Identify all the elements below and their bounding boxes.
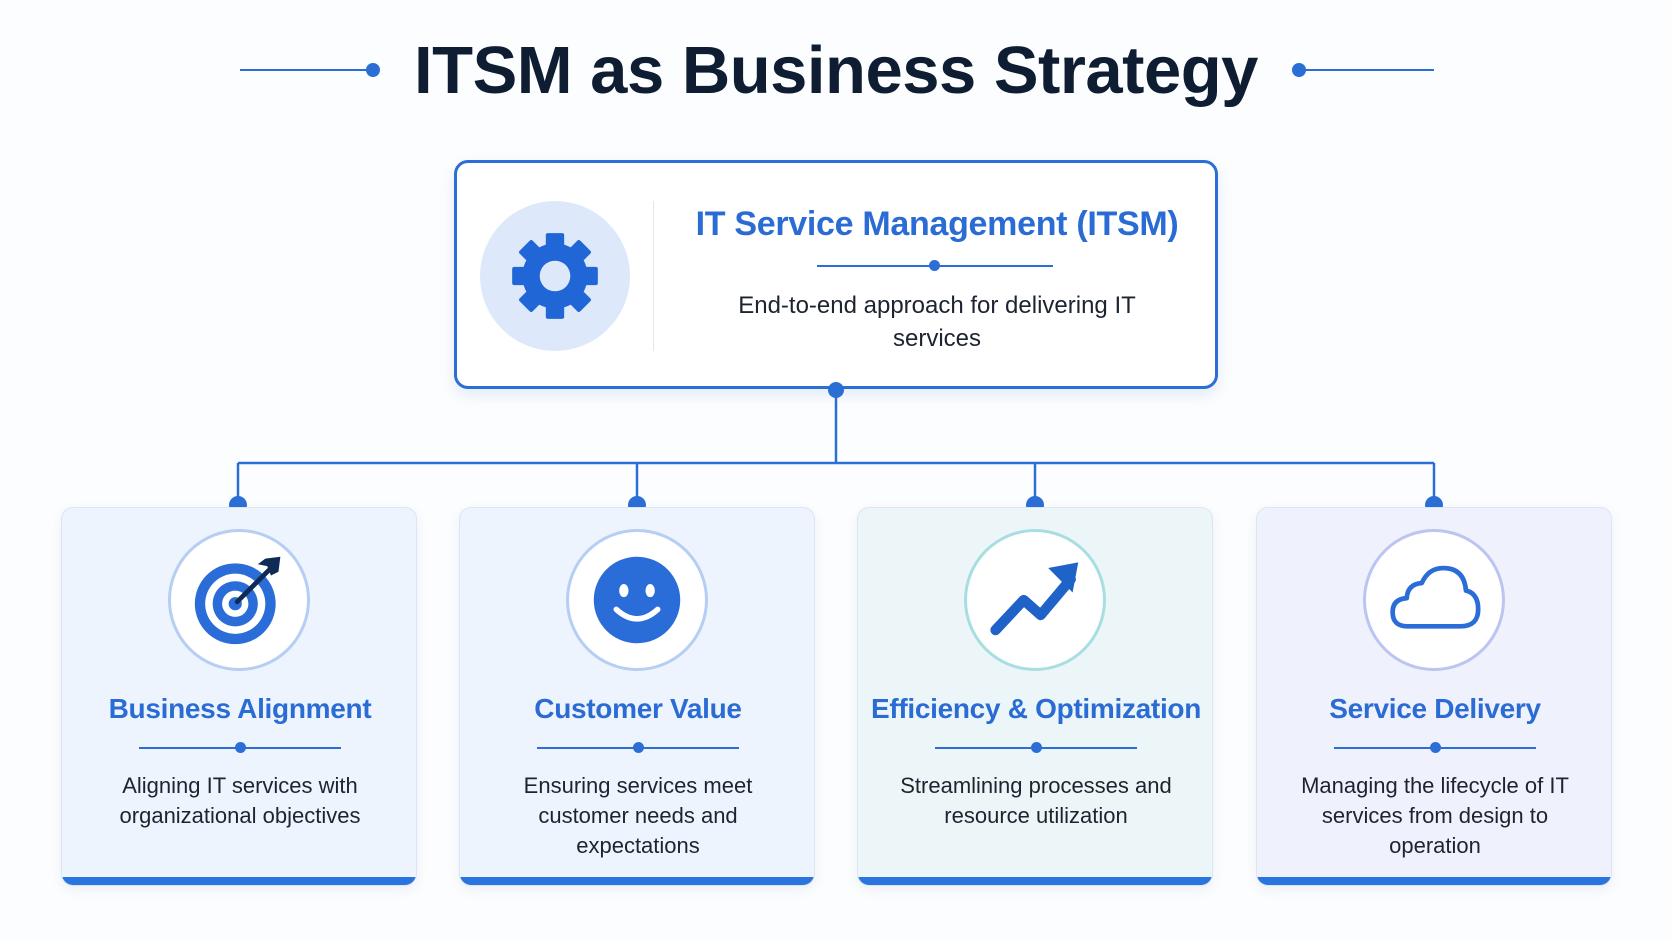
pillar-title: Service Delivery <box>1329 693 1541 724</box>
pillar-title: Business Alignment <box>108 693 372 724</box>
pillar-separator-dot <box>633 742 644 753</box>
itsm-card-title: IT Service Management (ITSM) <box>695 205 1179 243</box>
pillar-description: Ensuring services meet customer needs an… <box>523 773 753 858</box>
smiley-icon <box>593 556 681 644</box>
pillar-title: Customer Value <box>534 693 742 724</box>
pillar-card-business-alignment: Business Alignment Aligning IT services … <box>61 507 417 886</box>
pillar-bottom-bar <box>858 877 1212 885</box>
pillar-icon-circle <box>1363 529 1505 671</box>
page-title: ITSM as Business Strategy <box>414 33 1258 108</box>
cloud-icon <box>1390 565 1481 629</box>
pillar-bottom-bar <box>460 877 814 885</box>
pillar-title: Efficiency & Optimization <box>870 693 1202 724</box>
title-right-line <box>1300 69 1434 71</box>
itsm-card-description: End-to-end approach for delivering IT se… <box>738 292 1136 352</box>
pillar-description: Aligning IT services with organizational… <box>119 773 361 828</box>
pillar-description: Managing the lifecycle of IT services fr… <box>1301 773 1569 858</box>
pillar-separator-dot <box>1031 742 1042 753</box>
target-icon <box>194 556 281 645</box>
pillar-icon-circle <box>566 529 708 671</box>
title-left-dot <box>366 63 380 77</box>
pillar-card-service-delivery: Service Delivery Managing the lifecycle … <box>1256 507 1612 886</box>
connector-dot-top <box>828 382 844 398</box>
pillar-separator-dot <box>235 742 246 753</box>
pillar-icon-circle <box>168 529 310 671</box>
itsm-card-divider <box>653 201 654 351</box>
title-right-dot <box>1292 63 1306 77</box>
pillar-description: Streamlining processes and resource util… <box>900 773 1172 828</box>
gear-icon <box>512 233 598 319</box>
pillar-separator-dot <box>1430 742 1441 753</box>
pillar-bottom-bar <box>62 877 416 885</box>
pillar-bottom-bar <box>1257 877 1611 885</box>
pillar-card-efficiency-optimization: Efficiency & Optimization Streamlining p… <box>857 507 1213 886</box>
title-row: ITSM as Business Strategy <box>0 22 1672 122</box>
pillar-card-customer-value: Customer Value Ensuring services meet cu… <box>459 507 815 886</box>
trend-up-icon <box>990 562 1079 636</box>
pillar-icon-circle <box>964 529 1106 671</box>
title-left-line <box>240 69 374 71</box>
itsm-card: IT Service Management (ITSM) End-to-end … <box>454 160 1218 389</box>
itsm-card-separator-dot <box>929 260 940 271</box>
itsm-icon-circle <box>480 201 630 351</box>
